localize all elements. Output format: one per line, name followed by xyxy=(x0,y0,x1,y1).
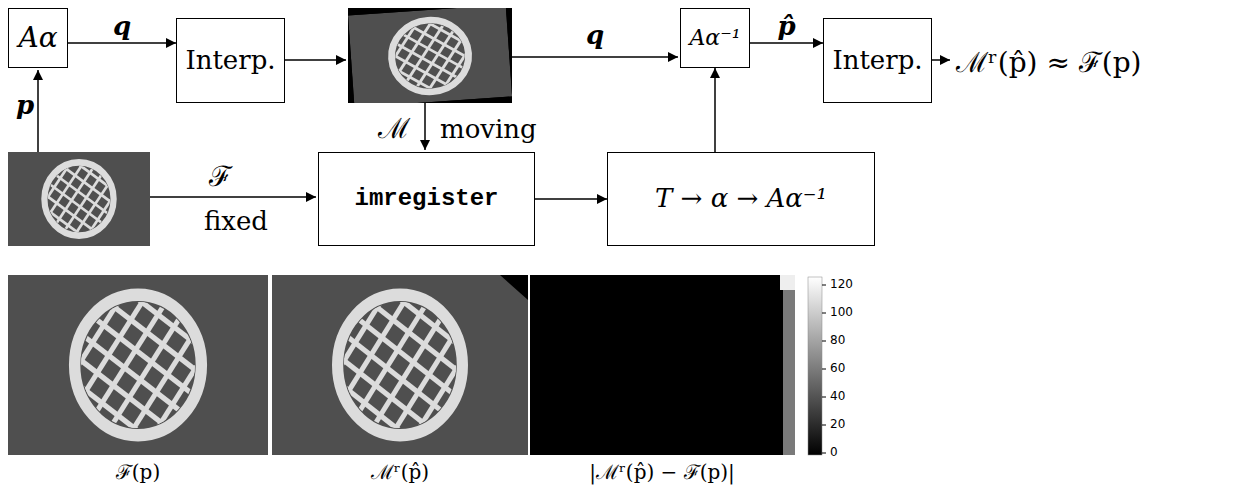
box-text: Aα⁻¹ xyxy=(689,25,740,50)
function-box: imregister xyxy=(318,152,535,246)
moving-image xyxy=(348,8,512,103)
colorbar-tick: 100 xyxy=(830,305,853,319)
box-text: imregister xyxy=(354,185,498,213)
process-box: Interp. xyxy=(823,18,932,103)
colorbar-tick: 80 xyxy=(830,333,845,347)
connector-arrow xyxy=(714,68,716,152)
output-formula: ℳʳ(p̂) ≈ ℱ(p) xyxy=(956,42,1142,80)
role-label: moving xyxy=(440,114,537,144)
colorbar xyxy=(808,277,822,455)
transform-box: Aα⁻¹ xyxy=(680,8,750,68)
fixed-image xyxy=(0,117,163,280)
box-text: Interp. xyxy=(185,46,275,76)
signal-label: q xyxy=(586,20,604,50)
signal-label: p xyxy=(16,90,34,120)
role-label: fixed xyxy=(204,206,268,236)
signal-label: ℳ xyxy=(378,108,410,146)
colorbar-tick: 20 xyxy=(830,417,845,431)
colorbar-tick: 0 xyxy=(830,445,838,459)
process-box: Interp. xyxy=(176,18,285,103)
connector-arrow xyxy=(68,42,176,44)
signal-label: ℱ xyxy=(209,156,232,194)
box-text: Aα xyxy=(18,22,57,54)
signal-label: q xyxy=(113,11,131,41)
colorbar-ticks xyxy=(822,285,826,453)
connector-arrow xyxy=(750,42,823,44)
colorbar-tick: 40 xyxy=(830,389,845,403)
panel-caption: ℱ(p) xyxy=(116,458,160,485)
process-box: T → α → Aα⁻¹ xyxy=(607,152,875,246)
connector-arrow xyxy=(535,198,607,200)
colorbar-tick: 60 xyxy=(830,361,845,375)
panel-caption: |ℳʳ(p̂) − ℱ(p)| xyxy=(589,458,735,485)
fixed-panel xyxy=(0,209,291,491)
registered-panel xyxy=(272,275,528,455)
signal-label: p̂ xyxy=(777,11,795,41)
box-text: Interp. xyxy=(832,46,922,76)
difference-panel xyxy=(530,275,795,455)
panel-caption: ℳʳ(p̂) xyxy=(371,458,429,485)
colorbar-tick: 120 xyxy=(830,277,853,291)
transform-box: Aα xyxy=(8,8,68,68)
box-text: T → α → Aα⁻¹ xyxy=(655,184,827,214)
